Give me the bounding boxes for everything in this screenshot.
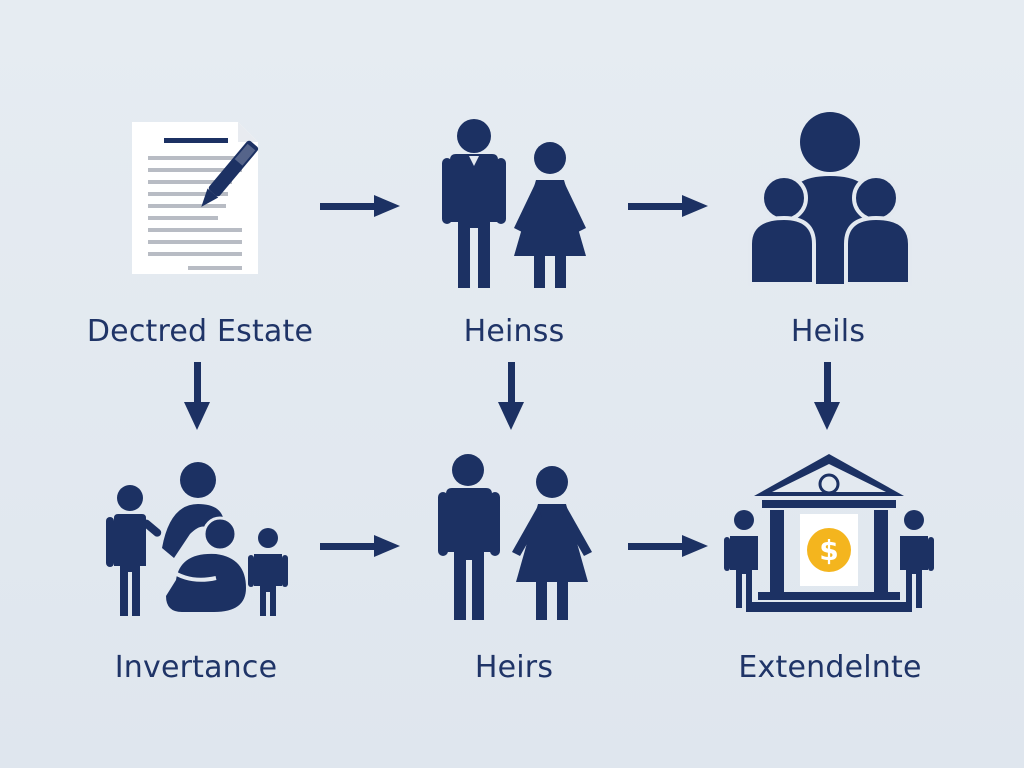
node-label-dectred-estate: Dectred Estate bbox=[86, 314, 314, 349]
arrow-down-icon bbox=[182, 362, 212, 430]
arrow-right-icon bbox=[320, 534, 400, 558]
family-group-icon bbox=[748, 106, 912, 288]
arrow-down-icon bbox=[812, 362, 842, 430]
bank-dollar-people-icon: $ bbox=[722, 452, 936, 616]
man-woman-couple-icon bbox=[436, 116, 596, 292]
node-label-extendelnte: Extendelnte bbox=[738, 650, 922, 685]
arrow-right-icon bbox=[628, 194, 708, 218]
will-document-pen-icon bbox=[126, 118, 290, 278]
node-label-heirs: Heirs bbox=[474, 650, 554, 685]
arrow-right-icon bbox=[320, 194, 400, 218]
arrow-down-icon bbox=[496, 362, 526, 430]
node-label-invertance: Invertance bbox=[114, 650, 278, 685]
man-woman-couple-icon bbox=[434, 452, 596, 624]
node-label-heinss: Heinss bbox=[463, 314, 565, 349]
svg-text:$: $ bbox=[819, 534, 838, 567]
family-with-children-icon bbox=[104, 462, 288, 620]
node-label-heils: Heils bbox=[790, 314, 866, 349]
arrow-right-icon bbox=[628, 534, 708, 558]
